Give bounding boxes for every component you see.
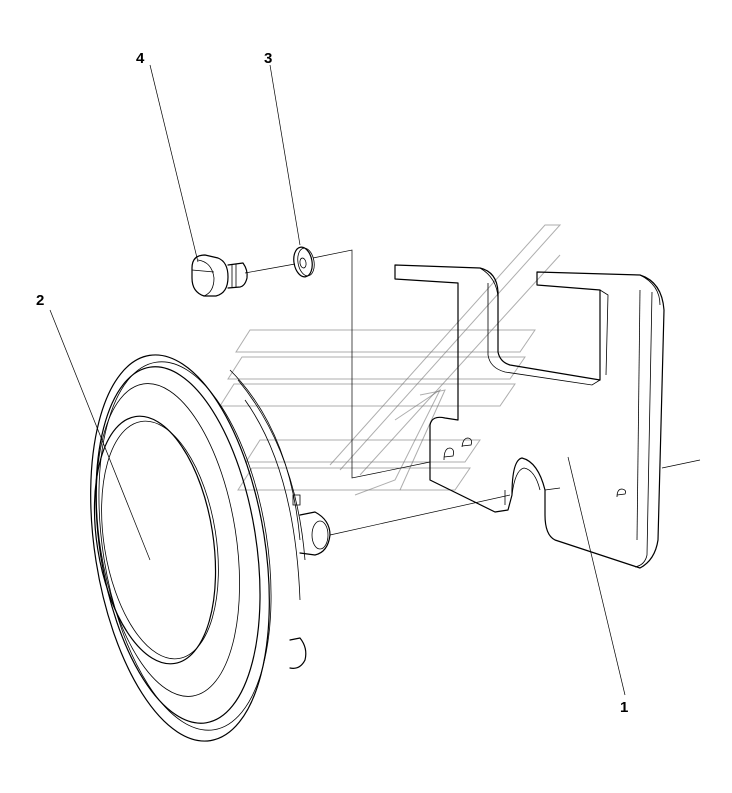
horn-assembly: [90, 354, 331, 742]
callout-4: 4: [136, 50, 145, 67]
callout-3: 3: [264, 50, 272, 67]
watermark-logo: [219, 224, 562, 496]
assembly-axis-lines: [244, 249, 561, 536]
washer: [293, 246, 315, 278]
bolt: [191, 254, 248, 297]
mounting-bracket: [394, 264, 701, 569]
callout-2: 2: [36, 292, 44, 309]
callout-leaders: [49, 64, 626, 696]
callout-1: 1: [620, 699, 628, 716]
